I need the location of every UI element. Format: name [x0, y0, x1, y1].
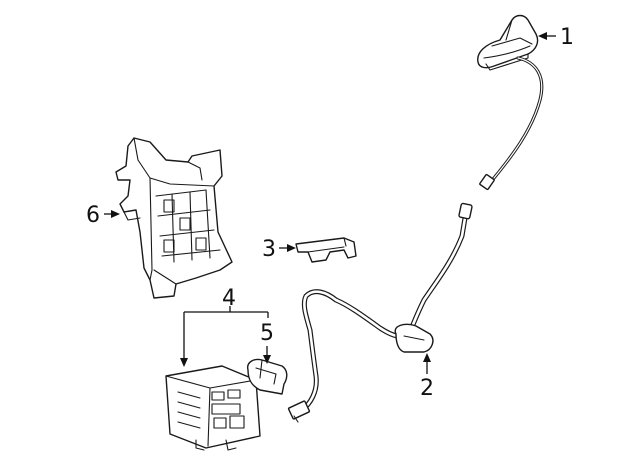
connector [247, 358, 288, 395]
callout-4: 4 [222, 286, 236, 311]
callout-2: 2 [420, 376, 434, 401]
callout-6: 6 [86, 203, 100, 228]
callout-1: 1 [560, 25, 574, 50]
antenna-cable-harness [287, 202, 473, 423]
callout-5: 5 [260, 321, 274, 346]
antenna-lead-wire [479, 56, 544, 191]
bracket [295, 237, 357, 263]
callout-leaders [104, 32, 556, 374]
control-module [165, 365, 261, 451]
fuse-relay-block [115, 137, 233, 299]
roof-antenna [477, 14, 539, 71]
callout-3: 3 [262, 237, 276, 262]
